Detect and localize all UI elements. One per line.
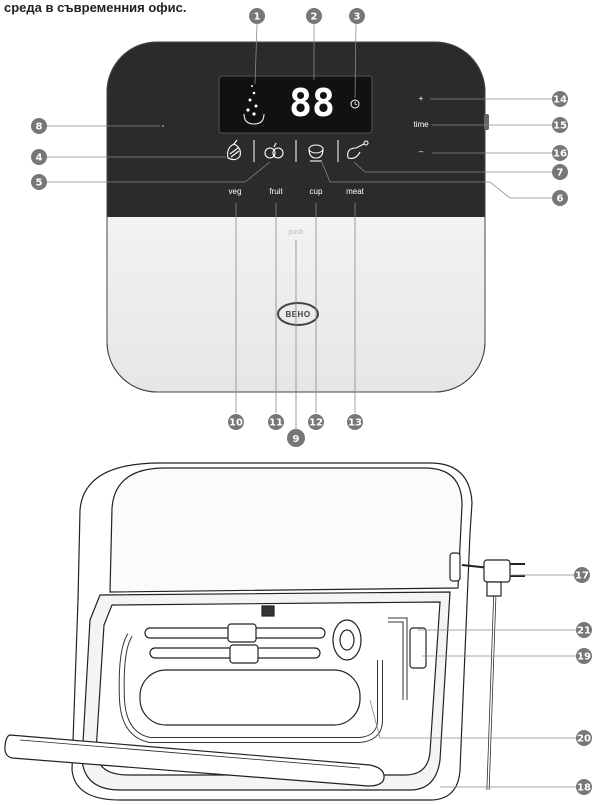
svg-text:20: 20	[577, 734, 591, 745]
svg-text:10: 10	[229, 418, 243, 429]
label-cup: cup	[310, 187, 323, 196]
push-label: push	[288, 229, 303, 236]
callout-15: 15	[552, 117, 568, 133]
display-digits: 88	[289, 81, 335, 125]
callout-13: 13	[347, 414, 363, 430]
svg-text:2: 2	[311, 12, 318, 23]
display-window	[218, 75, 373, 134]
svg-text:14: 14	[553, 95, 567, 106]
minus-button[interactable]: –	[419, 147, 424, 156]
svg-text:13: 13	[348, 418, 362, 429]
callout-18: 18	[576, 779, 592, 795]
label-veg: veg	[229, 187, 242, 196]
top-device: 88 veg frui	[106, 41, 489, 393]
callout-12: 12	[308, 414, 324, 430]
callout-11: 11	[268, 414, 284, 430]
callout-6: 6	[552, 190, 568, 206]
callout-7: 7	[552, 164, 568, 180]
callout-19: 19	[576, 648, 592, 664]
logo-text: BEHO	[285, 310, 310, 319]
callout-8: 8	[31, 118, 47, 134]
logo-badge: BEHO	[277, 302, 319, 326]
svg-text:17: 17	[575, 571, 589, 582]
svg-text:15: 15	[553, 121, 567, 132]
label-fruit: fruit	[269, 187, 283, 196]
svg-text:11: 11	[269, 418, 283, 429]
svg-text:21: 21	[577, 626, 591, 637]
cup-icon[interactable]	[308, 144, 324, 162]
callout-2: 2	[306, 8, 322, 24]
callout-lines-top	[47, 23, 552, 429]
plus-button[interactable]: +	[419, 94, 424, 103]
callout-17: 17	[574, 567, 590, 583]
time-button[interactable]: time	[413, 120, 429, 129]
callout-4: 4	[31, 149, 47, 165]
svg-text:7: 7	[557, 168, 564, 179]
callout-1: 1	[249, 8, 265, 24]
veg-icon[interactable]	[227, 139, 241, 161]
svg-text:8: 8	[36, 122, 43, 133]
fruit-icon[interactable]	[264, 142, 284, 159]
callout-3: 3	[349, 8, 365, 24]
svg-text:9: 9	[293, 434, 300, 445]
svg-text:6: 6	[557, 194, 564, 205]
callout-20: 20	[576, 730, 592, 746]
side-button[interactable]	[484, 114, 489, 130]
svg-text:18: 18	[577, 783, 591, 794]
indicator-light	[162, 125, 164, 127]
svg-text:5: 5	[36, 178, 43, 189]
callout-21: 21	[576, 622, 592, 638]
bubbles-icon	[243, 85, 265, 125]
svg-text:12: 12	[309, 418, 323, 429]
clock-icon	[350, 99, 360, 109]
callout-16: 16	[552, 145, 568, 161]
bottom-device	[4, 462, 525, 801]
meat-icon[interactable]	[347, 140, 369, 159]
callout-14: 14	[552, 91, 568, 107]
callout-5: 5	[31, 174, 47, 190]
callout-10: 10	[228, 414, 244, 430]
label-meat: meat	[346, 187, 365, 196]
svg-text:19: 19	[577, 652, 591, 663]
svg-text:3: 3	[354, 12, 361, 23]
callout-lines-bottom	[369, 574, 578, 788]
callouts: 1 2 3 4 5 6 7 8 9 10 11 12 13 14 15 16 1…	[31, 8, 592, 795]
callout-9: 9	[287, 429, 305, 447]
svg-text:1: 1	[254, 12, 261, 23]
header-text: среда в съвременния офис.	[4, 0, 187, 15]
svg-text:4: 4	[36, 153, 43, 164]
svg-text:16: 16	[553, 149, 567, 160]
